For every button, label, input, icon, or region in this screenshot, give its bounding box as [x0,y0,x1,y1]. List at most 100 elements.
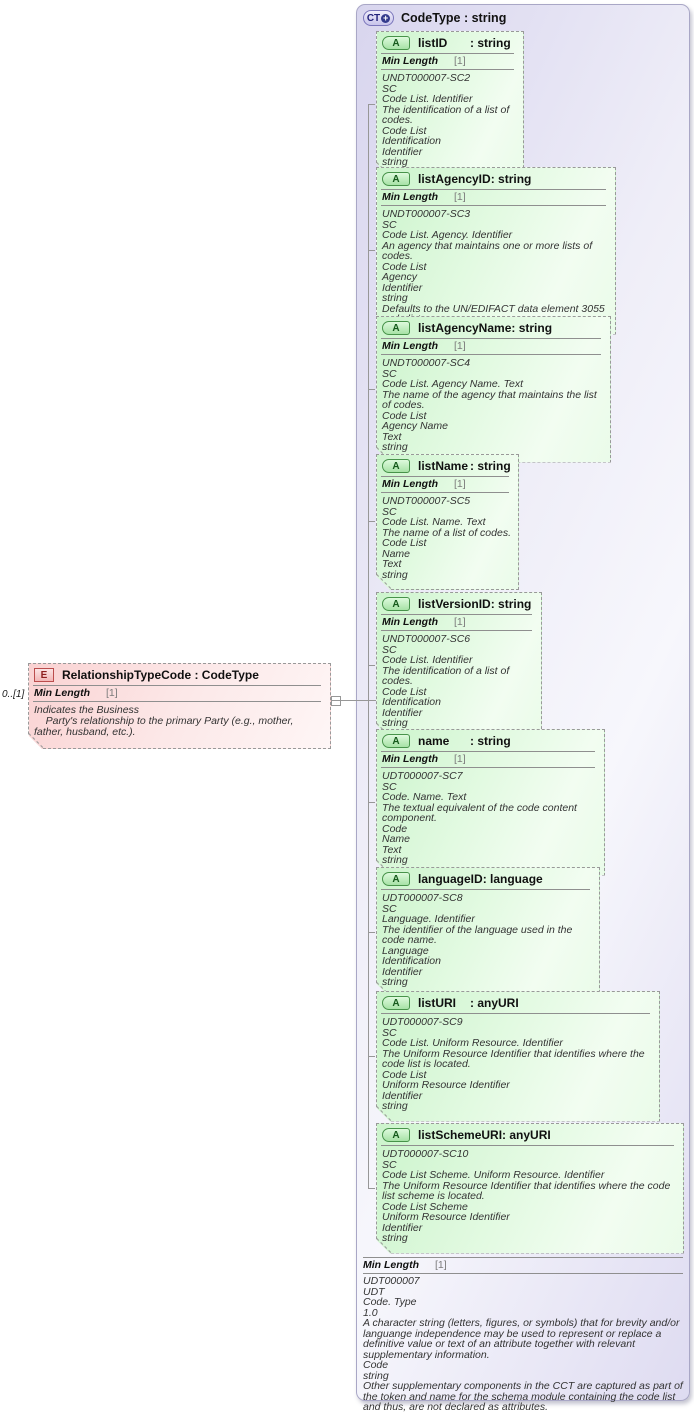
attribute-facet-row: Min Length [1] [377,339,610,354]
attribute-header[interactable]: A listName: string [377,455,518,476]
connector-spine [368,103,369,1188]
divider [381,767,595,768]
facet-name: Min Length [382,340,438,352]
connector-stub [368,932,375,933]
attribute-facet-row: Min Length[1] [377,752,604,767]
facet-value: [1] [454,616,466,628]
element-title: RelationshipTypeCode : CodeType [62,668,259,682]
attribute-icon: A [382,321,410,335]
attribute-icon: A [382,996,410,1010]
expand-plus-icon[interactable]: + [381,13,391,23]
attribute-box-listAgencyName: A listAgencyName: string Min Length[1] U… [376,316,611,463]
element-connector-line [330,700,376,701]
attribute-title: name: string [418,734,511,748]
attribute-title: listName: string [418,459,511,473]
collapse-toggle-icon[interactable] [331,696,341,706]
element-box-RelationshipTypeCode: E RelationshipTypeCode : CodeType Min Le… [28,663,331,749]
facet-name: Min Length [382,55,438,67]
element-facet-row: Min Length [1] [29,686,330,701]
element-icon: E [34,668,54,682]
connector-stub [368,665,375,666]
divider [381,889,590,890]
attribute-header[interactable]: A listAgencyName: string [377,317,610,338]
complextype-icon: CT+ [363,10,394,26]
attribute-title: languageID: language [418,872,543,886]
facet-name: Min Length [382,616,438,628]
footer-facet-row: Min Length[1] [361,1258,685,1273]
attribute-title: listAgencyName: string [418,321,553,335]
facet-name: Min Length [382,191,438,203]
divider [33,685,321,686]
complextype-header[interactable]: CT+ CodeType : string [363,10,506,26]
attribute-header[interactable]: A listID: string [377,32,523,53]
facet-name: Min Length [34,687,90,699]
attribute-box-name: A name: string Min Length[1] UDT000007-S… [376,729,605,876]
attribute-facet-row: Min Length[1] [377,477,518,492]
attribute-header[interactable]: A name: string [377,730,604,751]
connector-stub [368,104,375,105]
divider [381,338,601,339]
facet-value: [1] [454,191,466,203]
connector-stub [368,1188,375,1189]
divider [33,701,321,702]
attribute-icon: A [382,459,410,473]
facet-value: [1] [454,55,466,67]
facet-name: Min Length [382,478,438,490]
divider [381,53,514,54]
attribute-icon: A [382,597,410,611]
attribute-box-listAgencyID: A listAgencyID: string Min Length [1] UND… [376,167,616,335]
divider [381,476,509,477]
attribute-icon: A [382,1128,410,1142]
attribute-header[interactable]: A listVersionID: string [377,593,541,614]
divider [381,1013,650,1014]
divider [381,69,514,70]
attribute-header[interactable]: A listSchemeURI: anyURI [377,1124,683,1145]
attribute-facet-row: Min Length [1] [377,615,541,630]
attribute-header[interactable]: A listAgencyID: string [377,168,615,189]
facet-value: [1] [106,687,118,699]
divider [381,751,595,752]
connector-stub [368,250,375,251]
connector-stub [368,1056,375,1057]
attribute-box-listVersionID: A listVersionID: string Min Length [1] UN… [376,592,542,739]
attribute-title: listID: string [418,36,511,50]
element-header[interactable]: E RelationshipTypeCode : CodeType [29,664,330,685]
attribute-box-listID: A listID: string Min Length [1] UNDT00000… [376,31,524,178]
attribute-icon: A [382,172,410,186]
complextype-badge-label: CT [366,12,381,24]
complextype-box-CodeType: CT+ CodeType : string A listID: string M… [356,4,690,1412]
attribute-icon: A [382,36,410,50]
element-cardinality: 0..[1] [2,689,25,700]
facet-name: Min Length [382,753,438,765]
divider [363,1273,683,1274]
attribute-header[interactable]: A listURI: anyURI [377,992,659,1013]
divider [363,1257,683,1258]
connector-stub [368,802,375,803]
facet-value: [1] [435,1259,447,1271]
attribute-box-listName: A listName: string Min Length[1] UNDT000… [376,454,519,590]
attribute-header[interactable]: A languageID: language [377,868,599,889]
attribute-title: listURI: anyURI [418,996,519,1010]
connector-stub [368,389,375,390]
divider [381,492,509,493]
divider [381,614,532,615]
complextype-title: CodeType : string [401,11,507,25]
facet-value: [1] [454,340,466,352]
divider [381,205,606,206]
divider [381,630,532,631]
divider [381,354,601,355]
